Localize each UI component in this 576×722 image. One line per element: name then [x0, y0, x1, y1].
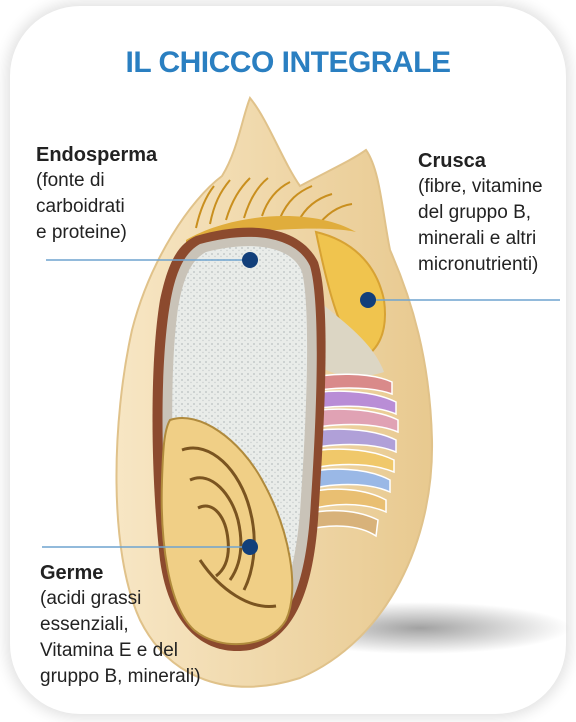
label-endosperma-name: Endosperma: [36, 142, 236, 168]
label-crusca-name: Crusca: [418, 148, 574, 174]
label-crusca: Crusca (fibre, vitamine del gruppo B, mi…: [418, 148, 574, 278]
label-germe-name: Germe: [40, 560, 280, 586]
label-endosperma-description: (fonte di carboidrati e proteine): [36, 168, 236, 246]
label-crusca-description: (fibre, vitamine del gruppo B, minerali …: [418, 174, 574, 278]
label-germe: Germe (acidi grassi essenziali, Vitamina…: [40, 560, 280, 690]
label-germe-description: (acidi grassi essenziali, Vitamina E e d…: [40, 586, 280, 690]
label-endosperma: Endosperma (fonte di carboidrati e prote…: [36, 142, 236, 246]
